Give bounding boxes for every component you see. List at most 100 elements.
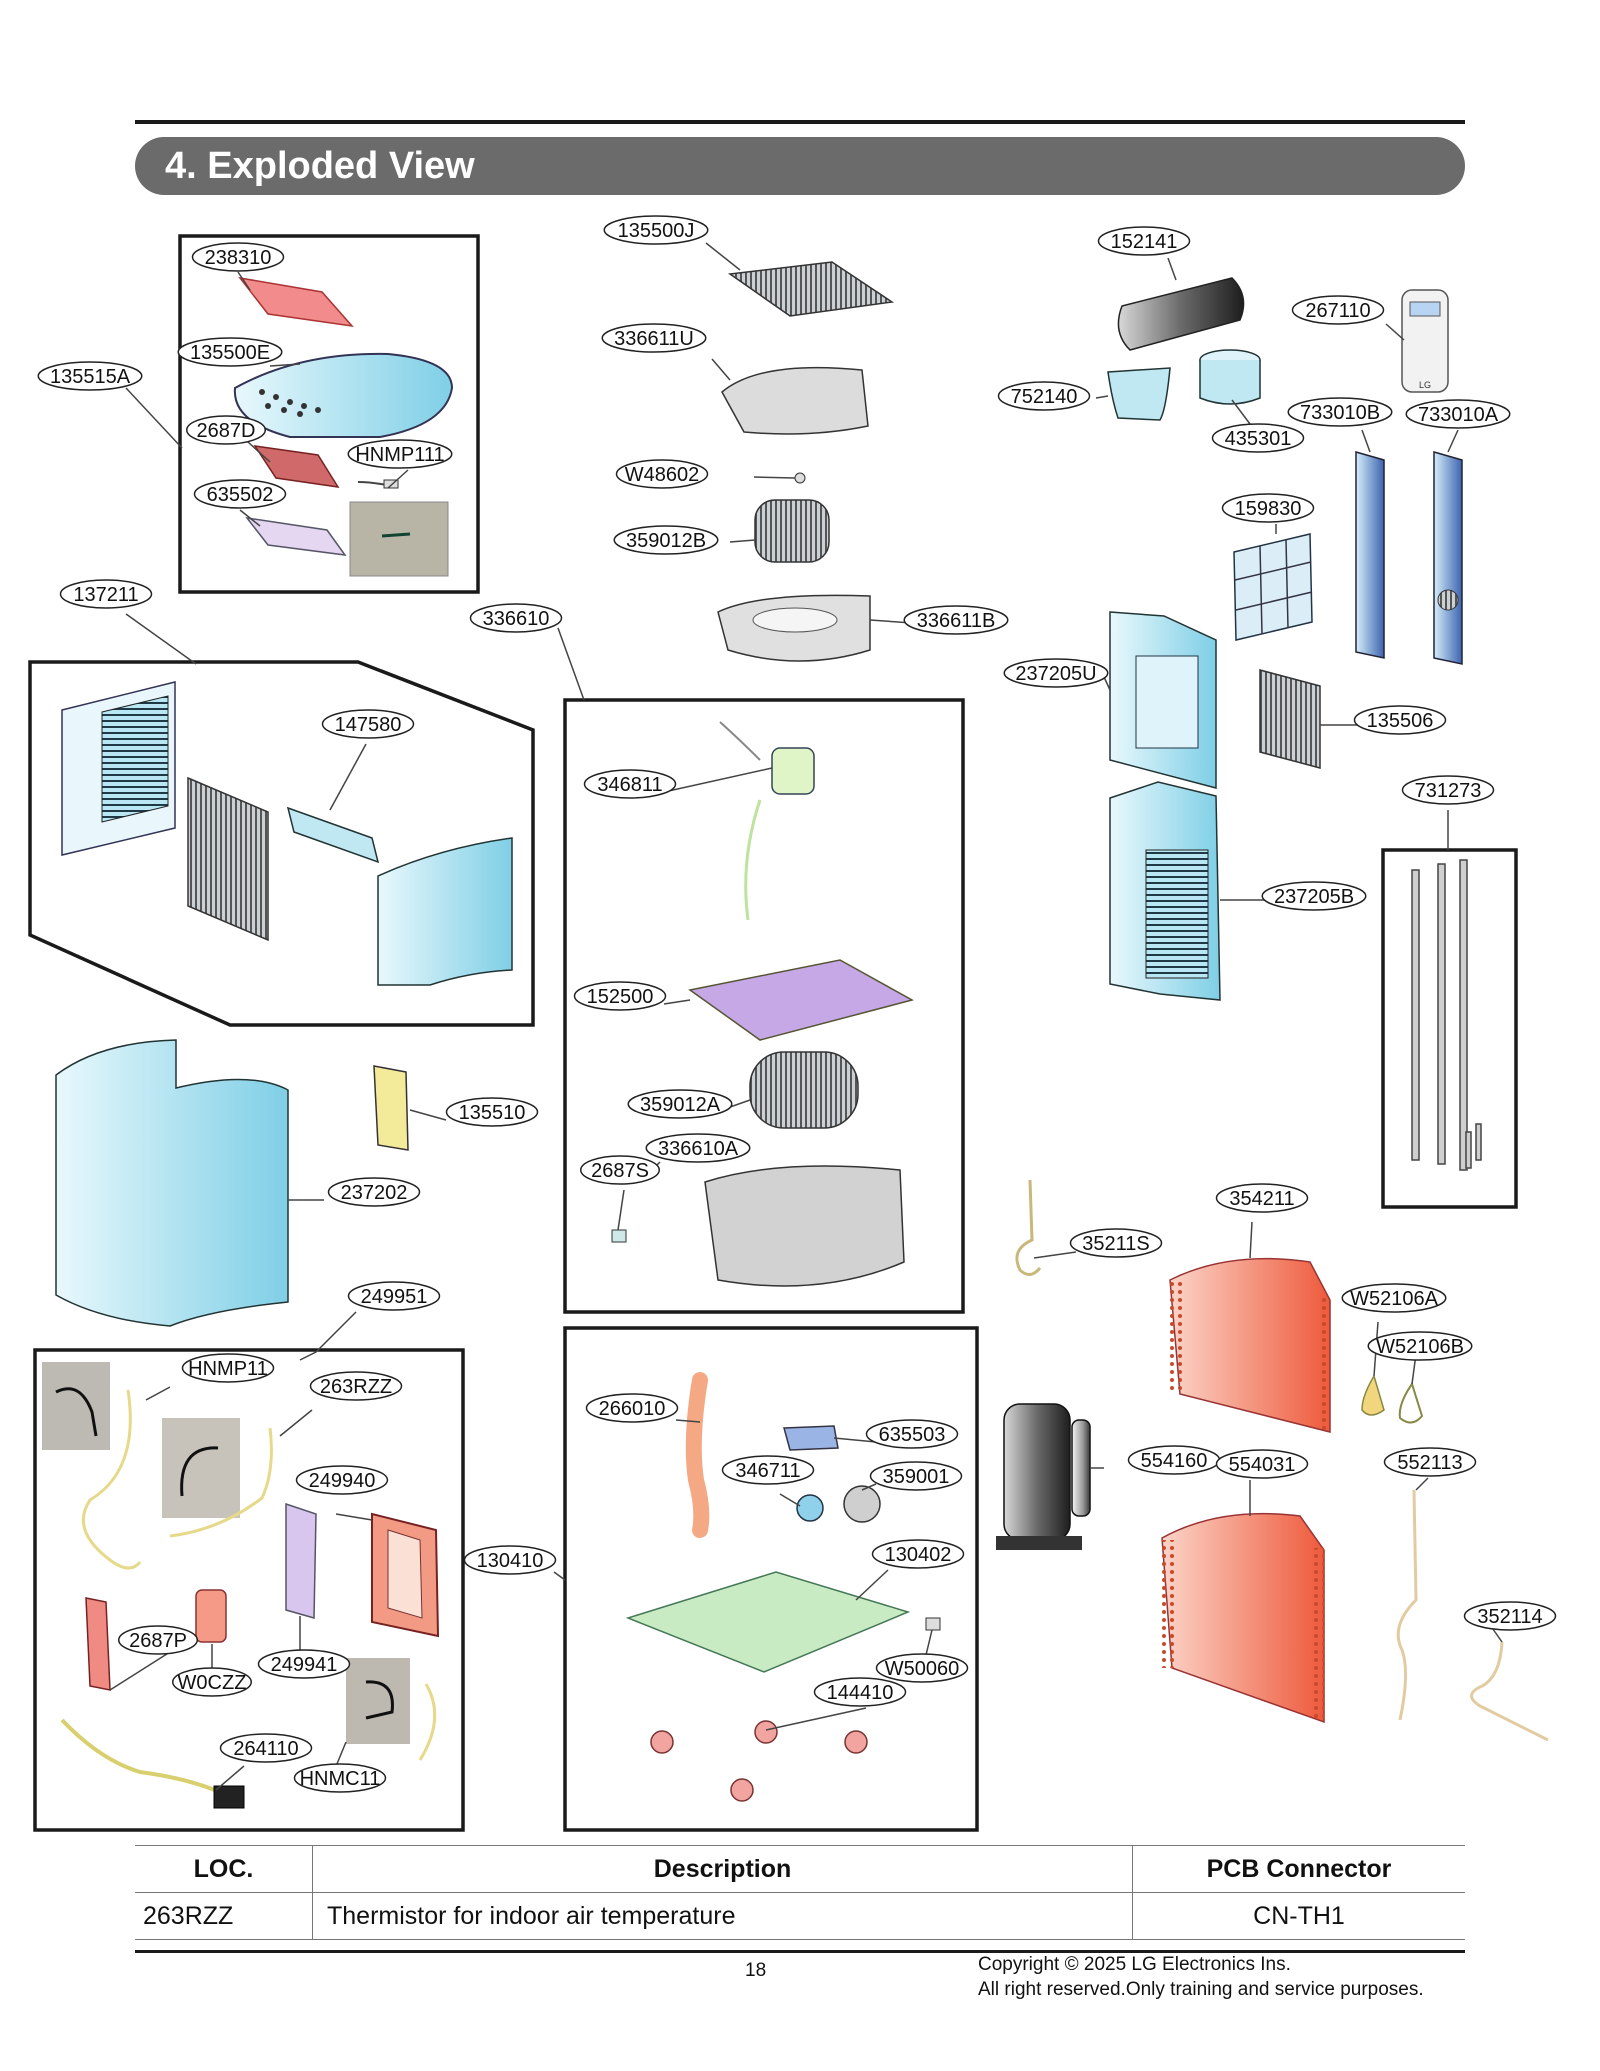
group-box-fan-motor bbox=[563, 698, 965, 1314]
part-label-135510: 135510 bbox=[445, 1097, 539, 1127]
part-label-bubble bbox=[37, 361, 143, 391]
power-cord bbox=[60, 1718, 245, 1809]
part-label-text: 354211 bbox=[1229, 1188, 1294, 1210]
part-label-w52106b: W52106B bbox=[1367, 1331, 1473, 1361]
part-label-bubble bbox=[347, 439, 453, 469]
part-label-bubble bbox=[1003, 658, 1109, 688]
part-label-bubble bbox=[1341, 1283, 1447, 1313]
part-label-text: 336610 bbox=[483, 608, 550, 630]
part-label-bubble bbox=[295, 1465, 389, 1495]
window-adapter bbox=[1107, 367, 1171, 421]
part-label-bubble bbox=[997, 381, 1091, 411]
part-label-bubble bbox=[1383, 1447, 1477, 1477]
part-label-text: 2687D bbox=[197, 420, 256, 442]
part-label-bubble bbox=[603, 215, 709, 245]
bottom-rule bbox=[135, 1950, 1465, 1953]
part-label-text: 152141 bbox=[1111, 231, 1178, 253]
remote-brand-label: LG bbox=[1419, 380, 1431, 390]
part-label-267110: 267110 bbox=[1291, 295, 1385, 325]
part-label-text: 135500J bbox=[618, 220, 695, 242]
group-box-outlines bbox=[28, 234, 1518, 1832]
part-label-2687d: 2687D bbox=[186, 415, 266, 445]
part-label-w48602: W48602 bbox=[615, 459, 709, 489]
window-kit-rails bbox=[1411, 859, 1482, 1171]
control-box-bracket bbox=[285, 1502, 317, 1619]
part-label-435301: 435301 bbox=[1211, 423, 1305, 453]
part-label-text: 267110 bbox=[1305, 300, 1370, 322]
motor-base bbox=[688, 959, 914, 1041]
capacitor bbox=[195, 1589, 227, 1643]
part-label-249951: 249951 bbox=[347, 1281, 441, 1311]
part-label-bubble bbox=[181, 1353, 275, 1383]
part-label-159830: 159830 bbox=[1221, 493, 1315, 523]
part-label-bubble bbox=[172, 1667, 252, 1697]
part-label-237205b: 237205B bbox=[1261, 881, 1367, 911]
part-label-bubble bbox=[1287, 397, 1393, 427]
part-label-bubble bbox=[347, 1281, 441, 1311]
part-label-text: HNMP11 bbox=[188, 1358, 268, 1380]
part-label-bubble bbox=[1211, 423, 1305, 453]
main-cabinet bbox=[55, 1039, 289, 1327]
part-label-752140: 752140 bbox=[997, 381, 1091, 411]
part-label-135500e: 135500E bbox=[177, 337, 283, 367]
part-label-text: 238310 bbox=[205, 247, 272, 269]
part-label-266010: 266010 bbox=[585, 1393, 679, 1423]
lower-scroll-housing bbox=[717, 594, 871, 662]
connector-table: LOC. Description PCB Connector 263RZZ Th… bbox=[135, 1845, 1465, 1940]
part-label-text: 435301 bbox=[1225, 428, 1292, 450]
part-label-text: 336610A bbox=[658, 1138, 739, 1160]
part-label-text: 137211 bbox=[73, 584, 138, 606]
pump-impeller bbox=[843, 1485, 881, 1523]
part-label-bubble bbox=[813, 1677, 907, 1707]
part-label-bubble bbox=[219, 1733, 313, 1763]
part-label-text: 266010 bbox=[599, 1398, 666, 1420]
part-label-bubble bbox=[309, 1371, 403, 1401]
casters bbox=[650, 1720, 868, 1802]
part-label-text: W0CZZ bbox=[178, 1672, 247, 1694]
part-label-bubble bbox=[1367, 1331, 1473, 1361]
cell-loc: 263RZZ bbox=[135, 1892, 313, 1940]
part-label-bubble bbox=[293, 1763, 387, 1793]
sensor-holder bbox=[1015, 1179, 1042, 1276]
part-label-text: 237205B bbox=[1274, 886, 1354, 908]
part-label-text: 159830 bbox=[1235, 498, 1302, 520]
part-label-text: 249941 bbox=[271, 1654, 338, 1676]
part-label-text: 264110 bbox=[233, 1738, 298, 1760]
part-label-152141: 152141 bbox=[1097, 226, 1191, 256]
copyright-line-1: Copyright © 2025 LG Electronics Ins. bbox=[978, 1954, 1291, 1975]
part-label-733010a: 733010A bbox=[1405, 399, 1511, 429]
clip bbox=[925, 1617, 941, 1631]
part-label-text: 359012A bbox=[640, 1094, 721, 1116]
front-cover bbox=[377, 837, 513, 986]
wire-photo-1 bbox=[42, 1362, 110, 1450]
part-label-bubble bbox=[469, 603, 563, 633]
part-label-text: 130410 bbox=[477, 1550, 544, 1572]
display-window bbox=[238, 276, 354, 328]
window-panel-a bbox=[1433, 451, 1463, 665]
part-label-352114: 352114 bbox=[1463, 1601, 1557, 1631]
part-label-354211: 354211 bbox=[1215, 1183, 1309, 1213]
part-callouts: 238310135500E135515A2687DHNMP11163550213… bbox=[37, 215, 1557, 1793]
part-label-635503: 635503 bbox=[865, 1419, 959, 1449]
side-grille-panel bbox=[61, 681, 176, 856]
grommet-a bbox=[1361, 1374, 1385, 1416]
connector-photo bbox=[349, 501, 449, 577]
part-label-text: 336611B bbox=[917, 610, 996, 632]
part-label-130402: 130402 bbox=[871, 1539, 965, 1569]
part-label-text: 752140 bbox=[1011, 386, 1078, 408]
part-label-bubble bbox=[583, 769, 677, 799]
part-label-bubble bbox=[1215, 1183, 1309, 1213]
part-label-bubble bbox=[1353, 705, 1447, 735]
part-label-bubble bbox=[865, 1419, 959, 1449]
part-label-text: W50060 bbox=[885, 1658, 960, 1680]
part-label-bubble bbox=[903, 605, 1009, 635]
part-label-336610: 336610 bbox=[469, 603, 563, 633]
part-label-text: 263RZZ bbox=[320, 1376, 392, 1398]
lower-rear-cover bbox=[1109, 781, 1221, 1001]
part-label-bubble bbox=[445, 1097, 539, 1127]
part-label-552113: 552113 bbox=[1383, 1447, 1477, 1477]
part-label-bubble bbox=[1401, 775, 1495, 805]
part-label-text: 352114 bbox=[1477, 1606, 1542, 1628]
part-label-336611u: 336611U bbox=[601, 323, 707, 353]
base-pan bbox=[625, 1571, 911, 1673]
